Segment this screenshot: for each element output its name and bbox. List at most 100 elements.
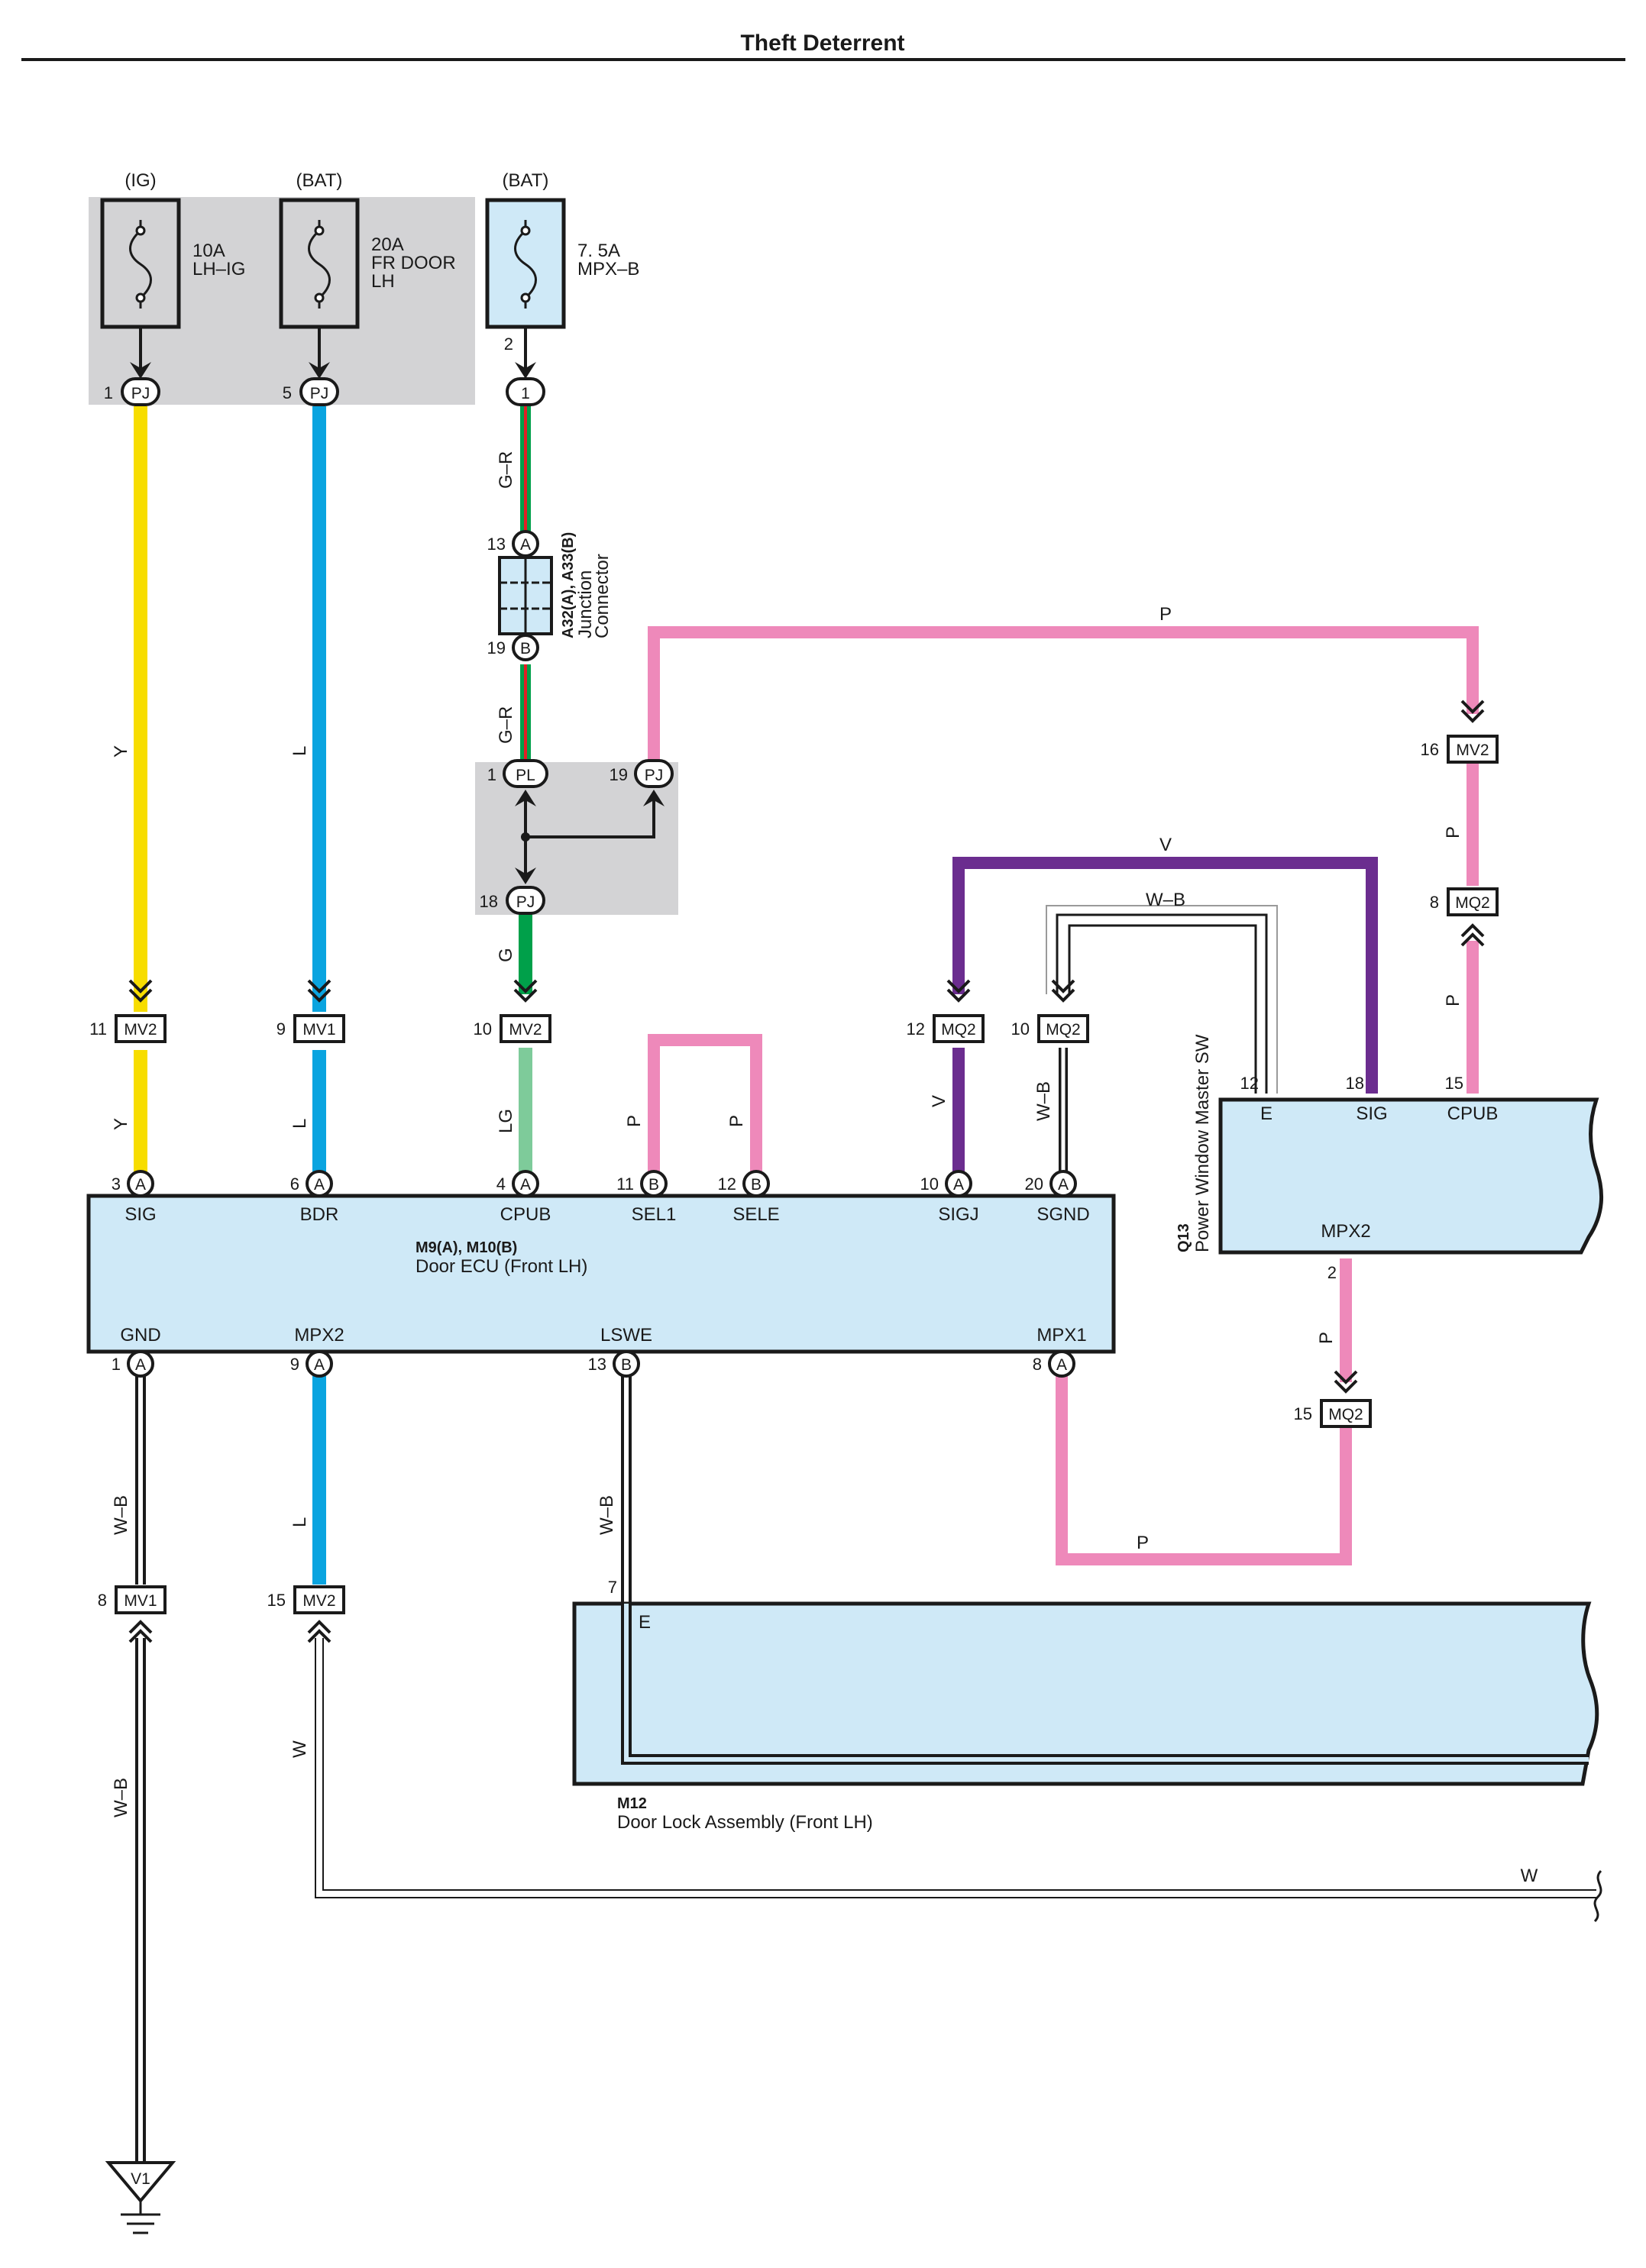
wire-p-sel-loop bbox=[648, 1034, 762, 1178]
svg-text:19: 19 bbox=[610, 765, 628, 784]
svg-text:1: 1 bbox=[487, 765, 496, 784]
svg-text:G–R: G–R bbox=[496, 451, 516, 489]
svg-text:1: 1 bbox=[104, 383, 113, 402]
door-ecu: M9(A), M10(B) Door ECU (Front LH) SIG BD… bbox=[86, 1194, 1116, 1354]
q13-code: Q13 bbox=[1175, 1223, 1192, 1252]
pin-number: 2 bbox=[504, 334, 513, 354]
svg-text:P: P bbox=[1316, 1332, 1337, 1344]
svg-text:V: V bbox=[1159, 835, 1172, 855]
fuse-rating: 20A bbox=[371, 234, 404, 255]
wire-break-symbol bbox=[1593, 1869, 1602, 1923]
svg-text:18: 18 bbox=[1346, 1074, 1364, 1093]
inline-connector-mv2-16: MV2 16 bbox=[1421, 699, 1499, 764]
inline-connector-mv2-11: MV2 11 bbox=[89, 979, 167, 1043]
wire-w bbox=[315, 1638, 1596, 1898]
ecu-terminal-sig: SIG bbox=[125, 1204, 156, 1225]
svg-text:10: 10 bbox=[474, 1019, 492, 1039]
m12-terminal-e: E bbox=[639, 1612, 651, 1633]
m12-code: M12 bbox=[617, 1795, 647, 1812]
svg-text:8: 8 bbox=[1430, 893, 1439, 912]
svg-text:A: A bbox=[1058, 1176, 1069, 1194]
fuse-arrows bbox=[130, 327, 536, 379]
svg-text:15: 15 bbox=[267, 1591, 286, 1610]
svg-text:13: 13 bbox=[588, 1355, 606, 1374]
fuse-lh-ig: (IG) 10A LH–IG bbox=[100, 170, 245, 329]
svg-text:MV1: MV1 bbox=[302, 1021, 335, 1039]
svg-text:MV2: MV2 bbox=[124, 1021, 157, 1039]
inline-connector-mv1-8: MV1 8 bbox=[98, 1585, 167, 1643]
ecu-terminal-mpx1: MPX1 bbox=[1036, 1325, 1086, 1346]
svg-text:A: A bbox=[953, 1176, 964, 1194]
svg-text:W–B: W–B bbox=[111, 1495, 131, 1535]
inline-connector-mq2-10: MQ2 10 bbox=[1011, 979, 1089, 1043]
svg-text:MV1: MV1 bbox=[124, 1592, 157, 1610]
svg-text:W: W bbox=[289, 1740, 310, 1758]
fuse-name: MPX–B bbox=[577, 259, 639, 279]
svg-text:20: 20 bbox=[1025, 1174, 1043, 1194]
ecu-terminal-cpub: CPUB bbox=[500, 1204, 551, 1225]
svg-text:MV2: MV2 bbox=[509, 1021, 542, 1039]
junction-code: A32(A), A33(B) bbox=[560, 532, 577, 638]
fuse-source-label: (IG) bbox=[125, 170, 156, 191]
inline-connector-mv1-9: MV1 9 bbox=[276, 979, 345, 1043]
svg-text:L: L bbox=[289, 1517, 310, 1527]
svg-text:12: 12 bbox=[1240, 1074, 1259, 1093]
wire-color-labels: G–R G–R Y L G Y L LG P P V W–B P P P W–B… bbox=[111, 451, 1538, 1886]
svg-text:9: 9 bbox=[276, 1019, 286, 1039]
svg-text:A: A bbox=[520, 1176, 531, 1194]
svg-text:15: 15 bbox=[1294, 1404, 1312, 1423]
svg-text:PJ: PJ bbox=[131, 385, 150, 402]
svg-text:V: V bbox=[929, 1095, 949, 1107]
svg-text:G–R: G–R bbox=[496, 706, 516, 744]
q13-terminal-e: E bbox=[1260, 1103, 1272, 1124]
svg-text:6: 6 bbox=[290, 1174, 299, 1194]
fuse-name: LH–IG bbox=[192, 259, 245, 279]
svg-text:11: 11 bbox=[616, 1174, 634, 1194]
svg-text:4: 4 bbox=[496, 1174, 506, 1194]
wire-p-mpx1 bbox=[1056, 1371, 1352, 1565]
inline-connector-mq2-12: MQ2 12 bbox=[907, 979, 985, 1043]
svg-text:10: 10 bbox=[920, 1174, 939, 1194]
fuse-name-2: LH bbox=[371, 271, 395, 292]
svg-text:MQ2: MQ2 bbox=[1328, 1406, 1363, 1423]
svg-text:MV2: MV2 bbox=[1456, 741, 1489, 759]
ecu-terminal-bdr: BDR bbox=[300, 1204, 339, 1225]
ecu-terminal-lswe: LSWE bbox=[600, 1325, 652, 1346]
svg-text:A: A bbox=[1056, 1356, 1067, 1374]
svg-text:10: 10 bbox=[1011, 1019, 1030, 1039]
ecu-top-pins: A3 A6 A4 B11 B12 A10 A20 bbox=[112, 1170, 1077, 1197]
svg-text:P: P bbox=[1443, 994, 1463, 1006]
svg-text:B: B bbox=[520, 640, 531, 657]
svg-text:MQ2: MQ2 bbox=[941, 1021, 976, 1039]
svg-text:A: A bbox=[135, 1356, 146, 1374]
svg-text:12: 12 bbox=[718, 1174, 736, 1194]
fuse-rating: 10A bbox=[192, 241, 225, 261]
connector-1-mpx: 1 bbox=[506, 377, 545, 406]
svg-text:G: G bbox=[496, 948, 516, 962]
svg-text:V1: V1 bbox=[131, 2170, 150, 2188]
svg-text:P: P bbox=[1443, 826, 1463, 838]
svg-text:B: B bbox=[621, 1356, 632, 1374]
svg-text:12: 12 bbox=[907, 1019, 925, 1039]
svg-text:L: L bbox=[289, 746, 310, 756]
svg-text:16: 16 bbox=[1421, 740, 1439, 759]
ecu-bottom-pins: A1 A9 B13 A8 bbox=[112, 1350, 1075, 1378]
svg-text:PJ: PJ bbox=[645, 767, 664, 784]
svg-text:LG: LG bbox=[496, 1109, 516, 1133]
svg-text:A: A bbox=[135, 1176, 146, 1194]
svg-text:13: 13 bbox=[487, 535, 506, 554]
ground-v1: V1 bbox=[105, 2161, 176, 2234]
svg-text:B: B bbox=[648, 1176, 659, 1194]
svg-text:W–B: W–B bbox=[111, 1778, 131, 1817]
svg-text:19: 19 bbox=[487, 638, 506, 657]
ecu-code: M9(A), M10(B) bbox=[416, 1239, 517, 1256]
junction-label-1: Junction bbox=[575, 570, 596, 638]
svg-text:P: P bbox=[1137, 1533, 1149, 1553]
fuse-mpx-b: (BAT) 7. 5A MPX–B bbox=[485, 170, 639, 329]
svg-text:5: 5 bbox=[283, 383, 292, 402]
svg-text:P: P bbox=[1159, 604, 1172, 625]
svg-text:P: P bbox=[624, 1115, 645, 1127]
q13-terminal-mpx2: MPX2 bbox=[1321, 1221, 1370, 1242]
door-lock-assembly: E 7 M12 Door Lock Assembly (Front LH) bbox=[572, 1578, 1599, 1833]
